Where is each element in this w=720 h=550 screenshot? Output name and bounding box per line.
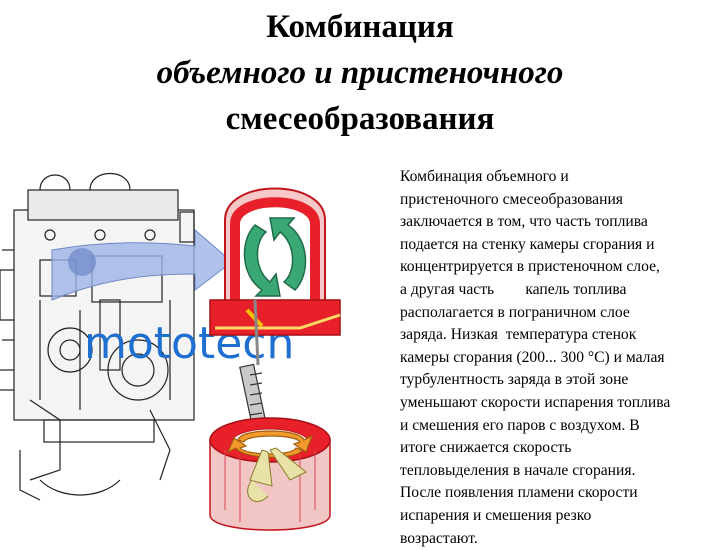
body-line: После появления пламени скорости: [400, 482, 712, 505]
body-line: и смешения его паров с воздухом. В: [400, 415, 712, 438]
body-paragraph: Комбинация объемного и пристеночного сме…: [400, 166, 712, 550]
body-line: располагается в пограничном слое: [400, 302, 712, 325]
body-line: Комбинация объемного и: [400, 166, 712, 189]
body-line: заряда. Низкая температура стенок: [400, 324, 712, 347]
body-line: заключается в том, что часть топлива: [400, 211, 712, 234]
body-line: испарения и смешения резко: [400, 505, 712, 528]
body-line: тепловыделения в начале сгорания.: [400, 460, 712, 483]
body-line: турбулентность заряда в этой зоне: [400, 369, 712, 392]
body-line: уменьшают скорости испарения топлива: [400, 392, 712, 415]
engine-figure: mototech: [0, 150, 395, 540]
body-line: итоге снижается скорость: [400, 437, 712, 460]
combustion-chamber-icon: [210, 189, 340, 336]
body-line: а другая часть капель топлива: [400, 279, 712, 302]
slide-title: Комбинация объемного и пристеночного сме…: [0, 4, 720, 142]
body-line: камеры сгорания (200... 300 °С) и малая: [400, 347, 712, 370]
body-line: подается на стенку камеры сгорания и: [400, 234, 712, 257]
title-line-1: Комбинация: [0, 4, 720, 50]
title-line-3: смесеобразования: [0, 96, 720, 142]
title-line-2: объемного и пристеночного: [0, 50, 720, 96]
body-line: концентрируется в пристеночном слое,: [400, 256, 712, 279]
body-line: возрастают.: [400, 528, 712, 550]
body-line: пристеночного смесеобразования: [400, 189, 712, 212]
